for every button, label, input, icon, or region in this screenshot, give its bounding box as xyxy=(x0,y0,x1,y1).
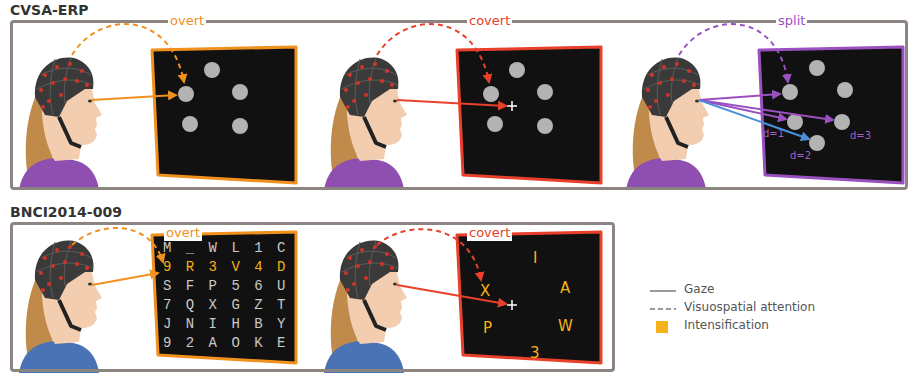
speller-row: 7 Q X G Z T xyxy=(163,297,288,313)
fixation-cross xyxy=(507,101,517,310)
screen-panel: M _ W L 1 C 9 R 3 V 4 D S F P 5 6 U 7 Q X G… xyxy=(150,230,298,365)
legend-swatch xyxy=(656,321,668,333)
stimulus-letter: P xyxy=(483,320,492,337)
attention-mode-label: split xyxy=(776,14,807,29)
speller-row: M _ W L 1 C xyxy=(163,240,288,256)
speller-row: 9 2 A O K E xyxy=(163,335,288,351)
stimulus-letter: X xyxy=(480,283,490,300)
gaze-lines xyxy=(92,94,833,304)
stimulus-letter: 3 xyxy=(530,345,540,362)
speller-row: S F P 5 6 U xyxy=(163,278,288,294)
screen-panel: d=1 d=2 d=3 xyxy=(757,45,905,185)
screen-panel: I X A P W 3 xyxy=(455,230,603,365)
stimulus-letter: I xyxy=(533,250,537,267)
legend-text: Gaze xyxy=(684,283,714,297)
attention-arcs xyxy=(72,24,788,280)
section-title: CVSA-ERP xyxy=(10,2,88,18)
participant-heads xyxy=(19,58,709,373)
stimulus-circles xyxy=(178,60,853,151)
stimulus-letter: W xyxy=(558,318,573,335)
distance-label: d=3 xyxy=(850,130,871,142)
screen-fill xyxy=(152,47,903,363)
attention-mode-label: overt xyxy=(164,226,202,241)
speller-row: 9 R 3 V 4 D xyxy=(163,259,288,275)
distance-label: d=2 xyxy=(790,150,811,162)
distance-label: d=1 xyxy=(763,128,784,140)
attention-mode-label: covert xyxy=(467,14,512,29)
legend-samples xyxy=(650,291,676,309)
screen-outline xyxy=(757,45,905,185)
legend-text: Intensification xyxy=(684,319,769,333)
attention-mode-label: overt xyxy=(168,14,206,29)
screen-outline xyxy=(455,230,603,365)
section-frame: CVSA-ERPd=1d=2d=3 xyxy=(10,20,908,190)
section-frame: BNCI2014-009M _ W L 1 C9 R 3 V 4 DS F P … xyxy=(10,222,615,372)
legend-text: Visuospatial attention xyxy=(684,301,815,315)
speller-row: J N I H B Y xyxy=(163,316,288,332)
stimulus-letter: A xyxy=(560,280,570,297)
attention-mode-label: covert xyxy=(467,226,512,241)
section-title: BNCI2014-009 xyxy=(10,204,122,220)
